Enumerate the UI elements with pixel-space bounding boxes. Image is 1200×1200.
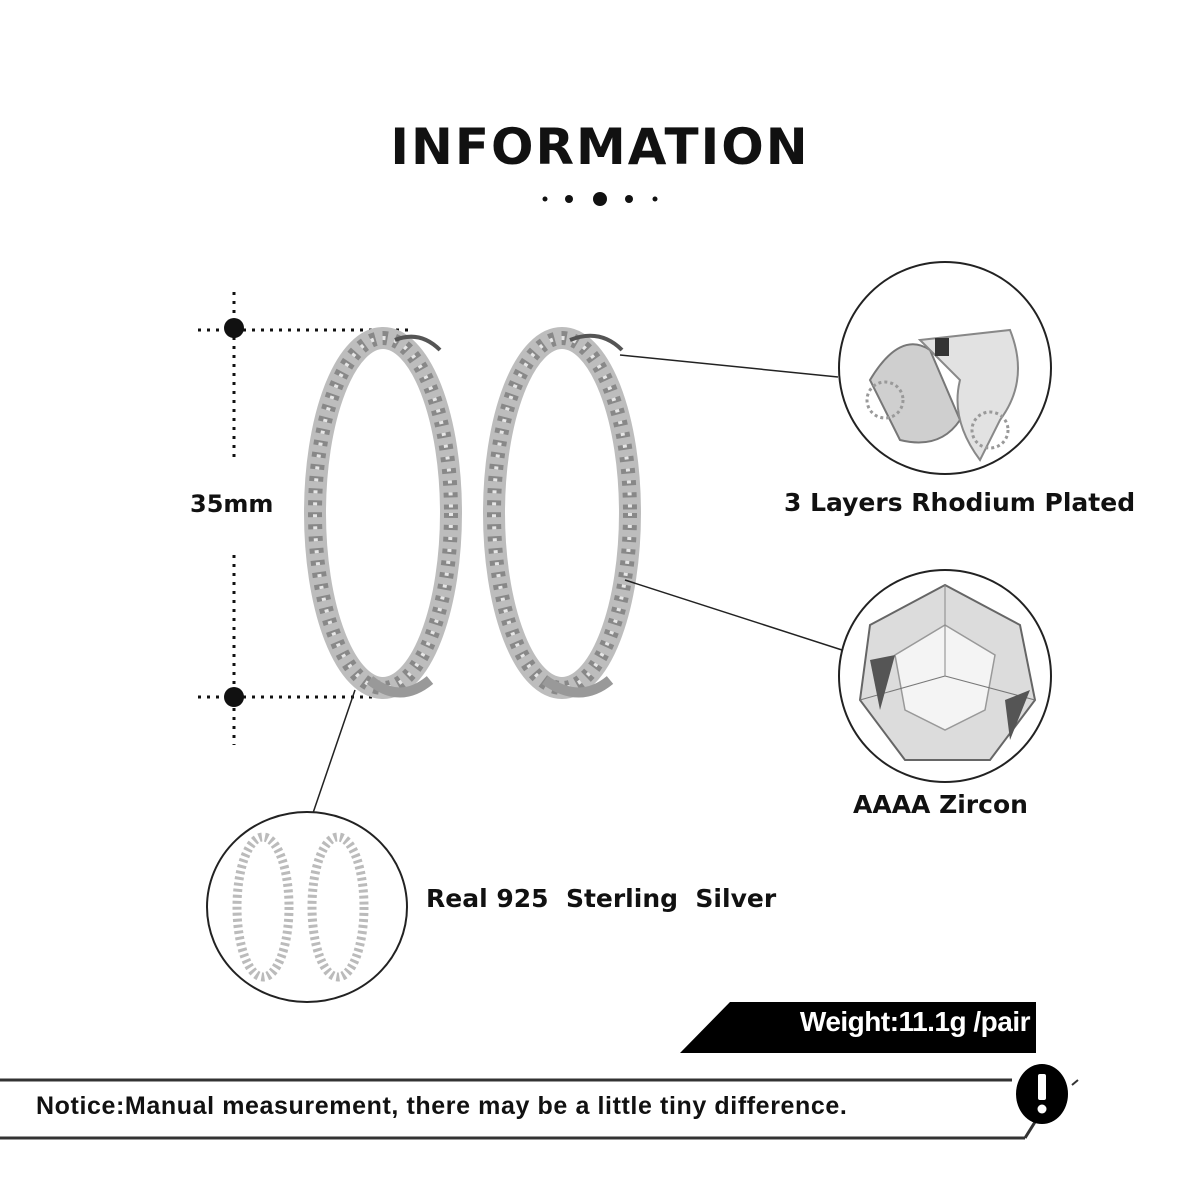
weight-label: Weight:11.1g /pair: [799, 1006, 1031, 1037]
exclamation-icon: [1016, 1064, 1079, 1124]
rhodium-detail-icon: [838, 261, 1052, 475]
earring-left-icon: [304, 327, 462, 699]
silver-detail-icon: [206, 811, 408, 1003]
earring-right-icon: [483, 327, 641, 699]
notice-text: Notice:Manual measurement, there may be …: [36, 1092, 848, 1120]
silver-label: Real 925 Sterling Silver: [426, 884, 777, 913]
page-title: INFORMATION: [390, 118, 810, 176]
dimension-label: 35mm: [190, 490, 274, 518]
zircon-detail-icon: [838, 569, 1052, 783]
weight-badge-bg: [680, 1002, 1036, 1053]
dimension-bottom-marker-icon: [224, 687, 244, 707]
dimension-top-marker-icon: [224, 318, 244, 338]
leader-lines: [312, 354, 843, 814]
zircon-label: AAAA Zircon: [853, 790, 1028, 819]
rhodium-label: 3 Layers Rhodium Plated: [784, 488, 1136, 517]
title-dots-icon: [542, 192, 658, 206]
notice-banner: [0, 1078, 1037, 1140]
